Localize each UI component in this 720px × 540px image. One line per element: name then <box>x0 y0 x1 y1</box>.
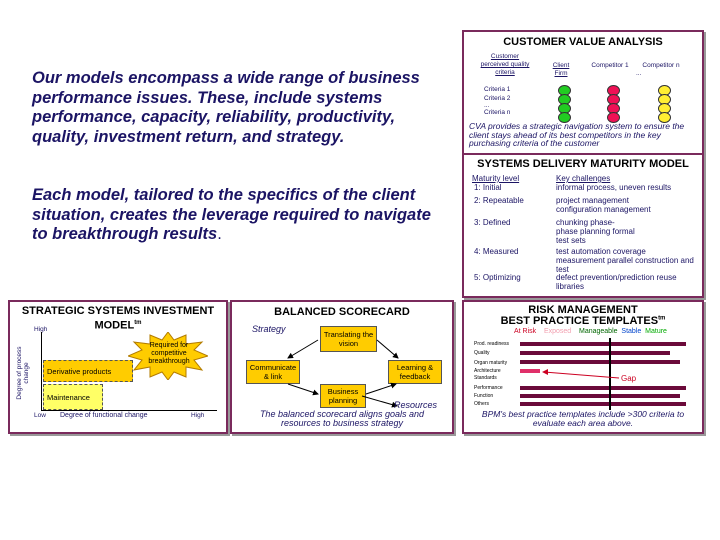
sdm-challenge-1: informal process, uneven results <box>556 183 672 192</box>
risk-row-3: Organ maturity <box>474 360 508 366</box>
risk-legend-mature: Mature <box>645 328 667 335</box>
risk-gap-label: Gap <box>621 374 637 383</box>
ssi-derivative-label: Derivative products <box>47 366 112 376</box>
sdm-challenge-2: project management configuration managem… <box>556 196 651 214</box>
sdm-title: SYSTEMS DELIVERY MATURITY MODEL <box>477 158 689 170</box>
ssi-tm: tm <box>134 320 142 326</box>
risk-bar-7 <box>520 402 686 406</box>
bsc-footer: The balanced scorecard aligns goals and … <box>259 409 425 428</box>
intro-paragraph-2-end: . <box>217 225 222 243</box>
risk-row-6: Performance <box>474 385 503 391</box>
risk-bar-2 <box>520 351 670 355</box>
sdm-challenge-3: chunking phase-phase planning formal tes… <box>556 218 635 245</box>
cva-col-client: Client Firm <box>552 62 570 77</box>
risk-footer: BPM's best practice templates include >3… <box>481 409 685 428</box>
risk-row-7: Function <box>474 393 494 399</box>
bsc-resources: Resources <box>394 400 438 410</box>
sdm-level-1: 1: Initial <box>474 183 502 192</box>
sdm-panel: SYSTEMS DELIVERY MATURITY MODEL Maturity… <box>462 153 704 298</box>
sdm-level-2: 2: Repeatable <box>474 196 524 205</box>
ssi-title: STRATEGIC SYSTEMS INVESTMENT MODELtm <box>10 305 226 332</box>
risk-row-2: Quality <box>474 350 490 356</box>
ssi-title-text: STRATEGIC SYSTEMS INVESTMENT MODEL <box>21 305 215 332</box>
ssi-high-x: High <box>191 412 205 419</box>
cva-col-dots: ... <box>636 70 642 77</box>
bsc-communicate-box: Communicate & link <box>246 360 300 384</box>
intro-paragraph-1: Our models encompass a wide range of bus… <box>32 69 420 146</box>
bsc-learning-box: Learning & feedback <box>388 360 442 384</box>
cva-row-3: ... <box>484 102 490 109</box>
risk-bar-1 <box>520 342 686 346</box>
cva-row-4: Criteria n <box>484 109 511 116</box>
bsc-cycle-arrows <box>287 339 399 408</box>
ssi-y-axis-label: Degree of process change <box>16 346 30 400</box>
bsc-business-label: Business planning <box>327 387 359 405</box>
sdm-level-3: 3: Defined <box>474 218 511 227</box>
risk-bar-4 <box>520 369 540 373</box>
ssi-high-y: High <box>34 326 48 333</box>
risk-legend-stable: Stable <box>621 328 642 335</box>
sdm-level-4: 4: Measured <box>474 247 519 256</box>
risk-bar-6 <box>520 394 680 398</box>
sdm-challenge-4: test automation coverage measurement par… <box>556 247 694 274</box>
cva-col-criteria: Customer perceived quality criteria <box>480 53 530 76</box>
ssi-burst-label: Required for competitive breakthrough <box>148 342 190 365</box>
ssi-maintenance-box: Maintenance <box>43 384 103 410</box>
cva-col-comp1: Competitor 1 <box>591 62 629 69</box>
ssi-maintenance-label: Maintenance <box>47 392 90 402</box>
risk-bar-5 <box>520 386 686 390</box>
cva-row-2: Criteria 2 <box>484 95 511 102</box>
sdm-col-level: Maturity level <box>472 174 520 183</box>
risk-legend-at-risk: At Risk <box>514 328 537 335</box>
ssi-x-axis-label: Degree of functional change <box>60 412 148 419</box>
risk-row-1: Prod. readiness <box>474 341 510 347</box>
cva-footer: CVA provides a strategic navigation syst… <box>469 121 685 148</box>
risk-legend-manageable: Manageable <box>578 328 618 335</box>
risk-bar-3 <box>520 360 680 364</box>
ssi-panel: STRATEGIC SYSTEMS INVESTMENT MODELtm Hig… <box>8 300 228 434</box>
bsc-business-box: Business planning <box>320 384 366 408</box>
ssi-derivative-box: Derivative products <box>43 360 133 382</box>
sdm-level-5: 5: Optimizing <box>474 273 521 282</box>
intro-paragraph-2-main: Each model, tailored to the specifics of… <box>32 186 431 243</box>
bsc-strategy: Strategy <box>252 324 286 334</box>
risk-baseline <box>609 338 611 410</box>
risk-legend-exposed: Exposed <box>543 328 572 335</box>
cva-row-1: Criteria 1 <box>484 86 511 93</box>
risk-title-1: RISK MANAGEMENT <box>528 304 638 316</box>
cva-dot-client-4 <box>558 112 571 123</box>
risk-row-4: Architecture <box>474 368 501 374</box>
ssi-breakthrough-burst <box>128 332 208 380</box>
bsc-translating-box: Translating the vision <box>320 326 377 352</box>
sdm-col-challenges: Key challenges <box>556 174 611 183</box>
risk-gap-arrow <box>542 369 620 379</box>
risk-row-5: Standards <box>474 375 497 381</box>
risk-tm: tm <box>658 315 666 322</box>
cva-dot-compn-4 <box>658 112 671 123</box>
sdm-challenge-5: defect prevention/prediction reuse libra… <box>556 273 677 291</box>
bsc-title: BALANCED SCORECARD <box>274 306 410 318</box>
ssi-low: Low <box>34 412 46 419</box>
cva-title: CUSTOMER VALUE ANALYSIS <box>503 36 663 48</box>
cva-panel: CUSTOMER VALUE ANALYSIS Customer perceiv… <box>462 30 704 155</box>
intro-paragraph-2: Each model, tailored to the specifics of… <box>32 186 432 245</box>
cva-col-compn: Competitor n <box>642 62 680 69</box>
ssi-plot-area <box>41 332 217 411</box>
risk-panel: RISK MANAGEMENT BEST PRACTICE TEMPLATESt… <box>462 300 704 434</box>
bsc-communicate-label: Communicate & link <box>249 363 297 381</box>
cva-dot-comp1-4 <box>607 112 620 123</box>
risk-title-2: BEST PRACTICE TEMPLATEStm <box>464 315 702 327</box>
risk-row-8: Others <box>474 401 490 407</box>
bsc-panel: BALANCED SCORECARD Strategy Translating … <box>230 300 454 434</box>
bsc-learning-label: Learning & feedback <box>396 363 434 381</box>
risk-legend: At Risk Exposed Manageable Stable Mature <box>514 328 667 335</box>
risk-title-2-text: BEST PRACTICE TEMPLATES <box>500 315 659 327</box>
bsc-translating-label: Translating the vision <box>323 330 374 348</box>
